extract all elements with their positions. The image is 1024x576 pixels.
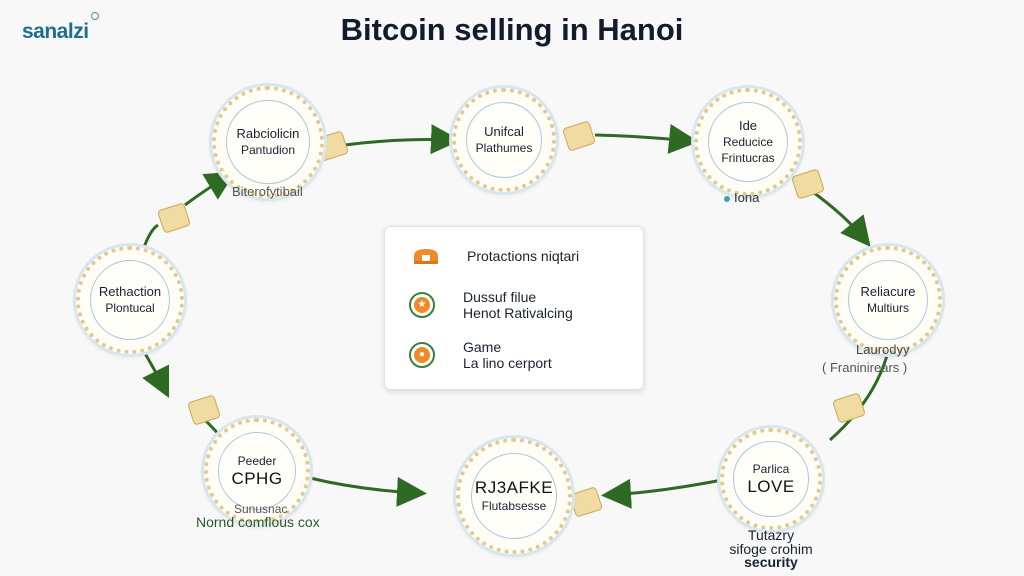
caption-node-5a: Laurodyy <box>856 342 910 357</box>
legend-item-1-text: Protactions niqtari <box>467 248 580 264</box>
node-1: Rabciolicin Pantudion <box>212 86 324 198</box>
caption-node-3-text: Iona <box>734 190 760 205</box>
node-8: Parlica LOVE <box>720 428 822 530</box>
caption-node-1: Biterofytibail <box>232 184 303 199</box>
logo: sanalzi <box>22 20 89 43</box>
orange-coin-badge-icon: ● <box>409 342 435 368</box>
caption-node-3: Iona <box>724 190 759 205</box>
node-5: Reliacure Multiurs <box>834 246 942 354</box>
node-4-line-2: Plontucal <box>105 301 155 315</box>
arrow-3-5 <box>809 188 871 248</box>
legend-item-3-line-2: La lino cerport <box>463 355 552 371</box>
arrow-4-1-b <box>184 171 236 207</box>
caption-node-6b: Nornd comflous cox <box>196 514 320 530</box>
legend-item-2-text: Dussuf filue Henot Rativalcing <box>463 289 573 321</box>
arrow-4-1 <box>141 223 159 251</box>
node-2: Unifcal Plathumes <box>452 88 556 192</box>
node-5-line-1: Reliacure <box>860 284 916 299</box>
legend-item-3: ● Game La lino cerport <box>409 339 552 371</box>
node-6-line-1: Peeder <box>237 454 277 468</box>
node-2-line-1: Unifcal <box>484 124 524 139</box>
arrow-2-3 <box>594 123 699 154</box>
node-3-line-3: Frintucras <box>721 151 775 165</box>
legend-item-3-line-1: Game <box>463 339 502 355</box>
orange-star-badge-icon: ★ <box>409 292 435 318</box>
node-7: RJ3AFKE Flutabsesse <box>456 438 572 554</box>
node-2-line-2: Plathumes <box>475 141 533 155</box>
legend-panel: Protactions niqtari ★ Dussuf filue Henot… <box>384 226 644 390</box>
arrow-5-8 <box>829 351 890 442</box>
page-title: Bitcoin selling in Hanoi <box>340 12 684 47</box>
arrow-1-2 <box>344 124 461 155</box>
legend-item-2: ★ Dussuf filue Henot Rativalcing <box>409 289 573 321</box>
node-3-line-1: Ide <box>738 118 758 133</box>
node-3-line-2: Reducice <box>722 135 774 149</box>
node-5-line-2: Multiurs <box>866 301 909 315</box>
logo-registered-mark <box>91 12 99 20</box>
node-6-line-2: CPHG <box>231 469 283 488</box>
arrow-6-7 <box>309 476 427 507</box>
node-7-line-2: Flutabsesse <box>481 498 547 513</box>
node-3: Ide Reducice Frintucras <box>694 88 802 196</box>
caption-node-5b: ( Franinirears ) <box>822 360 908 375</box>
legend-item-1: Protactions niqtari <box>409 247 579 265</box>
caption-node-6a: Sunusnac <box>234 502 288 516</box>
node-7-line-1: RJ3AFKE <box>474 477 554 497</box>
caption-node-8c: security <box>744 554 798 570</box>
legend-item-2-line-1: Dussuf filue <box>463 289 537 305</box>
node-4: Rethaction Plontucal <box>76 246 184 354</box>
node-8-line-2: LOVE <box>747 477 795 496</box>
node-8-line-1: Parlica <box>752 462 790 476</box>
caption-node-8b: sifoge crohim <box>729 541 813 557</box>
node-4-line-1: Rethaction <box>98 284 162 299</box>
node-1-line-2: Pantudion <box>240 142 296 157</box>
legend-item-3-text: Game La lino cerport <box>463 339 552 371</box>
small-green-dot-icon <box>724 195 730 202</box>
arrow-8-7 <box>601 478 723 509</box>
caption-node-8a: Tutazry <box>747 527 795 543</box>
node-1-line-1: Rabciolicin <box>236 125 300 141</box>
legend-item-2-line-2: Henot Rativalcing <box>463 305 573 321</box>
node-6: Peeder CPHG <box>204 418 310 524</box>
lock-icon <box>409 247 443 265</box>
